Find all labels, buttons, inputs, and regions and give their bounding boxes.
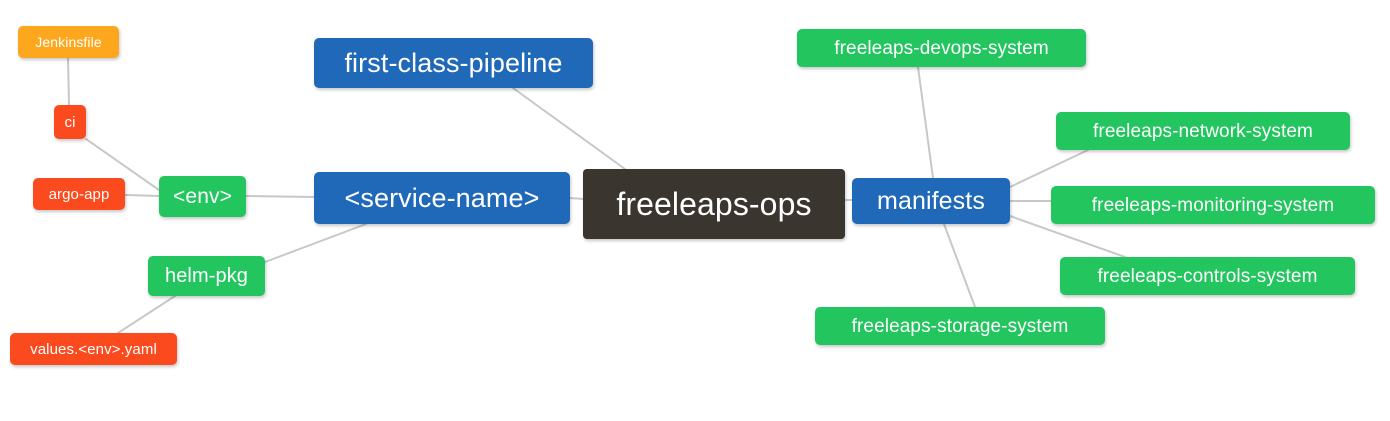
- edge-first-class-pipeline-to-freeleaps-ops: [512, 87, 626, 170]
- edge-env-to-service-name: [245, 195, 315, 198]
- edge-service-name-to-freeleaps-ops: [569, 197, 584, 200]
- node-freeleaps-ops[interactable]: freeleaps-ops: [583, 169, 845, 239]
- edge-argo-app-to-env: [124, 194, 160, 197]
- node-service-name[interactable]: <service-name>: [314, 172, 570, 224]
- edge-helm-pkg-to-service-name: [264, 223, 367, 263]
- edge-manifests-to-freeleaps-devops-system: [917, 66, 934, 179]
- edge-manifests-to-freeleaps-storage-system: [943, 223, 976, 308]
- node-helm-pkg[interactable]: helm-pkg: [148, 256, 265, 296]
- node-argo-app[interactable]: argo-app: [33, 178, 125, 210]
- node-freeleaps-controls-system[interactable]: freeleaps-controls-system: [1060, 257, 1355, 295]
- node-jenkinsfile[interactable]: Jenkinsfile: [18, 26, 119, 58]
- edge-values-env-yaml-to-helm-pkg: [117, 295, 176, 334]
- node-freeleaps-monitoring-system[interactable]: freeleaps-monitoring-system: [1051, 186, 1375, 224]
- node-freeleaps-devops-system[interactable]: freeleaps-devops-system: [797, 29, 1086, 67]
- node-manifests[interactable]: manifests: [852, 178, 1010, 224]
- edge-jenkinsfile-to-ci: [67, 57, 70, 106]
- node-first-class-pipeline[interactable]: first-class-pipeline: [314, 38, 593, 88]
- node-ci[interactable]: ci: [54, 105, 86, 139]
- node-freeleaps-storage-system[interactable]: freeleaps-storage-system: [815, 307, 1105, 345]
- node-values-env-yaml[interactable]: values.<env>.yaml: [10, 333, 177, 365]
- edge-manifests-to-freeleaps-network-system: [1009, 149, 1089, 188]
- node-freeleaps-network-system[interactable]: freeleaps-network-system: [1056, 112, 1350, 150]
- node-env[interactable]: <env>: [159, 176, 246, 217]
